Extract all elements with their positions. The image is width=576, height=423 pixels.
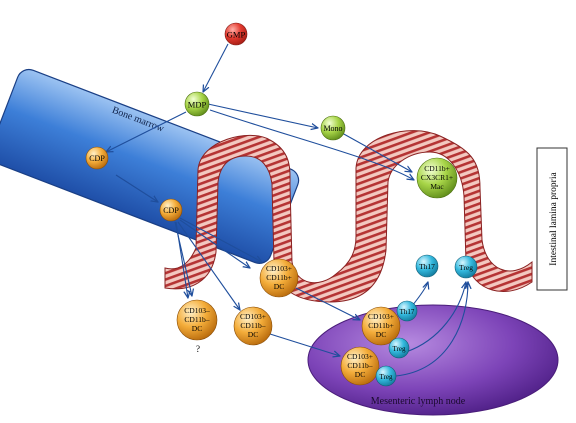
cell-dc-ln2-line1: CD103+ xyxy=(347,352,373,361)
arrow-dc-posneg-dc-ln xyxy=(269,333,340,356)
cell-dc-lp-line2: CD11b+ xyxy=(266,273,292,282)
cell-treg-ln2-label: Treg xyxy=(380,373,393,381)
arrow-cdp-marrow-cdp-blood xyxy=(115,174,158,202)
cell-dc-cd103pos-cd11bneg: CD103+ CD11b– DC xyxy=(233,306,273,346)
cell-dc-ln2-line2: CD11b– xyxy=(347,361,372,370)
arrow-mdp-cdp-marrow xyxy=(106,111,187,152)
arrow-cdp-dc-extra2 xyxy=(179,219,250,268)
arrow-gmp-mdp xyxy=(203,43,229,92)
cell-treg-lp: Treg xyxy=(454,255,478,279)
intestinal-villi xyxy=(164,130,533,303)
cell-cdp-marrow-label: CDP xyxy=(89,154,105,163)
arrow-cdp-dc-lp xyxy=(179,217,262,262)
cell-dc-lp-line3: DC xyxy=(274,282,284,291)
cell-dc-ln-line2: CD11b+ xyxy=(368,321,394,330)
cell-th17-lp-label: Th17 xyxy=(419,262,435,271)
cell-th17-ln-label: Th17 xyxy=(400,308,415,316)
cell-dc-ln2-line3: DC xyxy=(355,370,365,379)
arrow-mdp-mono xyxy=(207,103,318,128)
cell-dc-negneg-line2: CD11b– xyxy=(184,315,209,324)
arrows xyxy=(106,43,468,377)
cell-mac-line2: CX3CR1+ xyxy=(421,173,453,182)
bone-marrow-region: Bone marrow xyxy=(0,68,300,264)
arrow-cdp-dc-extra1 xyxy=(175,221,188,298)
cell-th17-ln: Th17 xyxy=(396,300,418,322)
cell-gmp: GMP xyxy=(224,22,248,46)
cell-mac-line1: CD11b+ xyxy=(424,164,450,173)
cell-mono: Mono xyxy=(320,115,346,141)
cell-dc-cd103neg-cd11bneg: CD103– CD11b– DC xyxy=(176,299,218,341)
cell-dc-negneg-line3: DC xyxy=(192,324,202,333)
cell-cdp-marrow: CDP xyxy=(85,146,109,170)
cell-dc-negneg-line1: CD103– xyxy=(184,306,210,315)
cell-dc-cd103pos-cd11bpos-ln: CD103+ CD11b+ DC xyxy=(361,306,401,346)
cell-dc-posneg-line2: CD11b– xyxy=(240,321,265,330)
cell-mdp-label: MDP xyxy=(188,100,207,110)
lymph-node-label: Mesenteric lymph node xyxy=(371,396,466,407)
cell-gmp-label: GMP xyxy=(227,30,246,40)
cell-cdp-blood-label: CDP xyxy=(163,206,179,215)
arrow-mono-mac xyxy=(341,132,412,172)
cell-treg-ln2: Treg xyxy=(375,365,397,387)
cell-th17-lp: Th17 xyxy=(415,254,439,278)
cell-dc-cd103pos-cd11bpos-lp: CD103+ CD11b+ DC xyxy=(259,258,299,298)
cell-treg-ln1: Treg xyxy=(388,337,410,359)
arrow-dc-lp-dc-ln xyxy=(295,287,360,320)
arrow-th17-ln-th17-lp xyxy=(411,282,428,307)
cell-dc-ln-line1: CD103+ xyxy=(368,312,394,321)
arrow-treg-ln2-treg-lp xyxy=(395,282,468,377)
arrow-cdp-dc-posneg xyxy=(177,221,240,310)
cell-mono-label: Mono xyxy=(323,124,342,133)
cell-mdp: MDP xyxy=(184,91,210,117)
cell-treg-ln1-label: Treg xyxy=(393,345,406,353)
cell-mac-line3: Mac xyxy=(430,182,444,191)
arrow-mdp-mac xyxy=(209,109,414,180)
lamina-propria-label: Intestinal lamina propria xyxy=(549,172,559,266)
cell-dc-posneg-line1: CD103+ xyxy=(240,312,266,321)
cell-treg-lp-label: Treg xyxy=(459,263,473,272)
cell-dc-ln-line3: DC xyxy=(376,330,386,339)
arrow-treg-ln-treg-lp xyxy=(405,282,466,353)
cell-cdp-blood: CDP xyxy=(159,198,183,222)
cell-dc-posneg-line3: DC xyxy=(248,330,258,339)
cell-macrophage: CD11b+ CX3CR1+ Mac xyxy=(416,157,458,199)
cell-dc-lp-line1: CD103+ xyxy=(266,264,292,273)
cell-dc-cd103pos-cd11bneg-ln: CD103+ CD11b– DC xyxy=(340,346,380,386)
lamina-propria-box: Intestinal lamina propria xyxy=(536,147,568,291)
question-mark: ? xyxy=(196,344,200,354)
